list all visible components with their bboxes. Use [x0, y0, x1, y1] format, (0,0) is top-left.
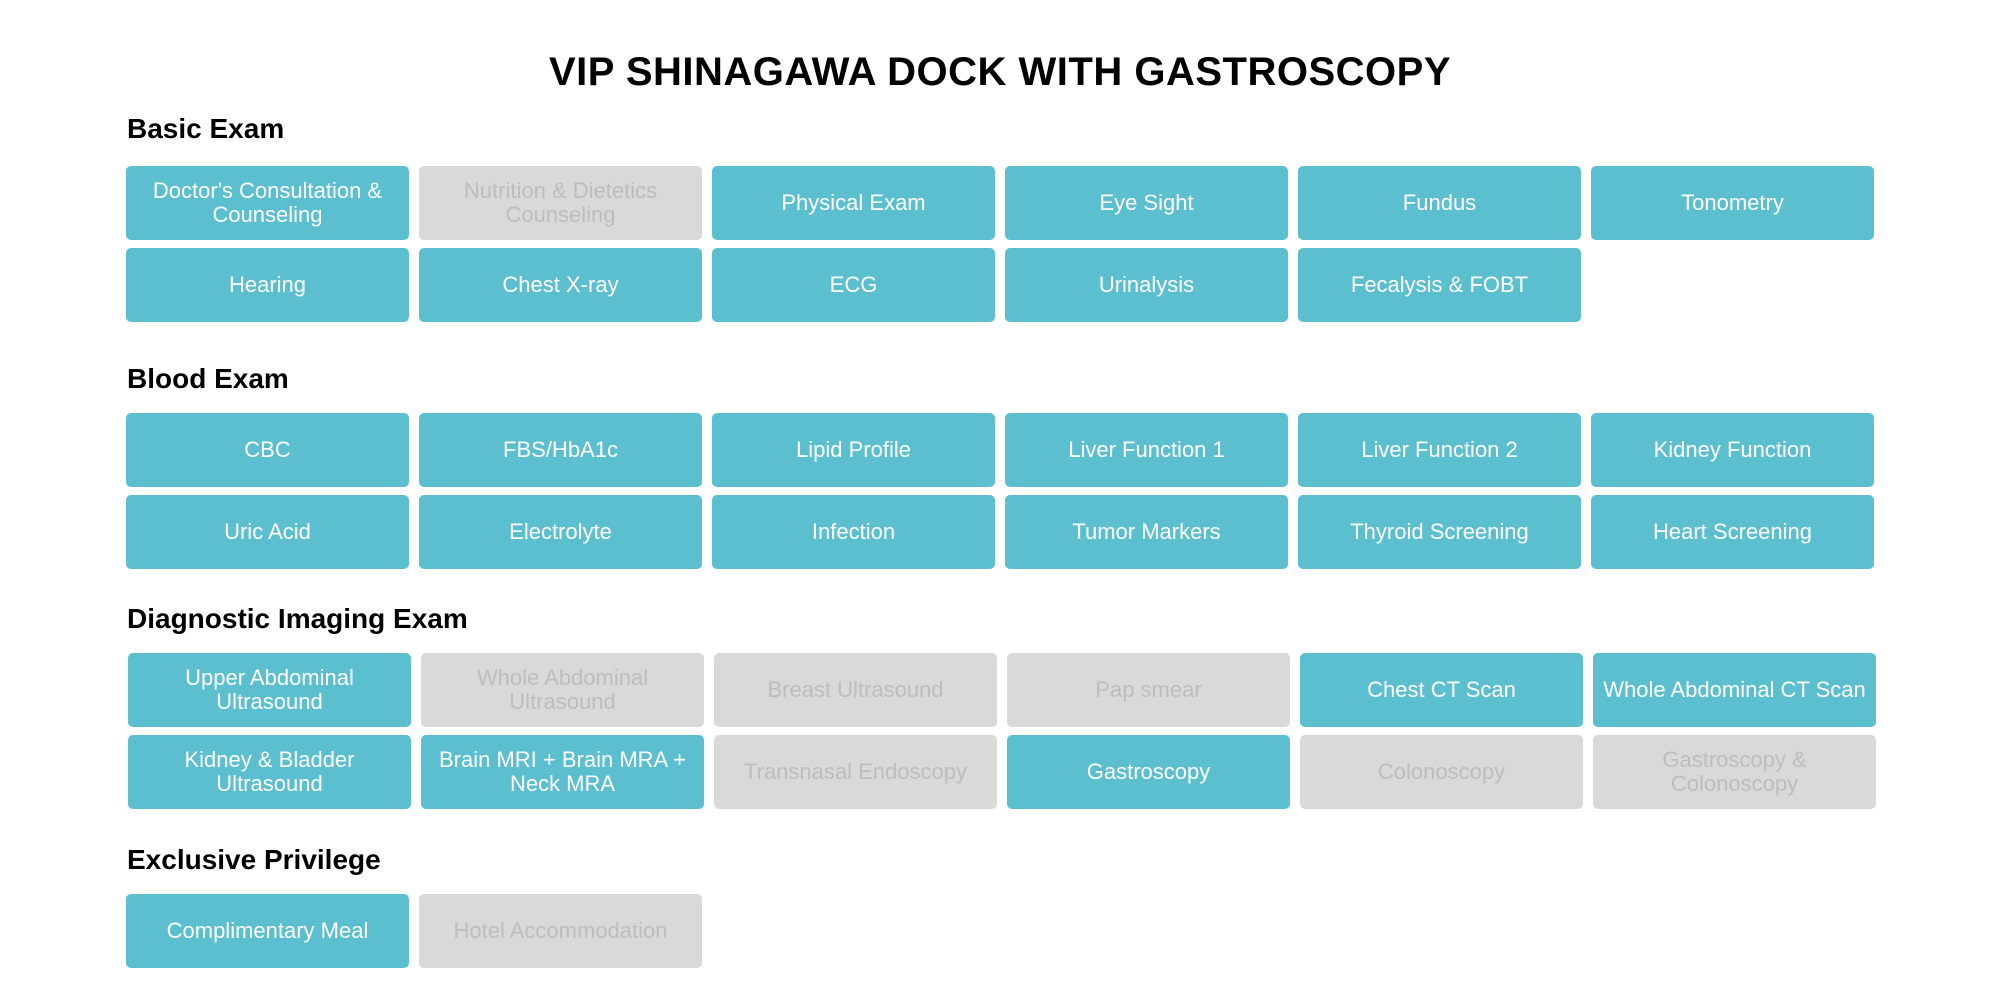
exam-item-label: CBC — [244, 437, 291, 462]
section-heading-exclusive-privilege: Exclusive Privilege — [127, 844, 381, 875]
exam-item-label: Chest CT Scan — [1367, 677, 1516, 702]
exam-item-label: Brain MRI + Brain MRA + Neck MRA — [439, 747, 686, 796]
exam-item-included: Thyroid Screening — [1298, 495, 1581, 569]
exam-item-included: Hearing — [126, 248, 409, 322]
section-heading-diagnostic-imaging-exam: Diagnostic Imaging Exam — [127, 603, 468, 634]
exam-item-label: Hearing — [228, 272, 307, 297]
exam-item-label: Infection — [811, 519, 896, 544]
exam-item-included: Upper Abdominal Ultrasound — [128, 653, 411, 727]
exam-item-label: Liver Function 2 — [1361, 437, 1518, 462]
exam-item-included: CBC — [126, 413, 409, 487]
exam-item-label: Kidney Function — [1653, 437, 1812, 462]
exam-item-excluded: Whole Abdominal Ultrasound — [421, 653, 704, 727]
exam-item-included: Chest CT Scan — [1300, 653, 1583, 727]
exam-item-label: Physical Exam — [781, 190, 926, 215]
exam-item-label: Tonometry — [1681, 190, 1784, 215]
exam-item-included: Physical Exam — [712, 166, 995, 240]
exam-item-included: Uric Acid — [126, 495, 409, 569]
section-heading-basic-exam: Basic Exam — [127, 113, 285, 144]
exam-item-included: Tumor Markers — [1005, 495, 1288, 569]
exam-item-included: Gastroscopy — [1007, 735, 1290, 809]
exam-item-label: Whole Abdominal CT Scan — [1603, 677, 1866, 702]
exam-item-excluded: Pap smear — [1007, 653, 1290, 727]
exam-item-label: Pap smear — [1095, 677, 1202, 702]
exam-item-included: Liver Function 1 — [1005, 413, 1288, 487]
exam-item-label: Upper Abdominal Ultrasound — [185, 665, 354, 714]
exam-item-label: Whole Abdominal Ultrasound — [476, 665, 649, 714]
exam-item-excluded: Hotel Accommodation — [419, 894, 702, 968]
exam-item-included: Complimentary Meal — [126, 894, 409, 968]
exam-item-label: Breast Ultrasound — [767, 677, 944, 702]
exam-item-label: Nutrition & Dietetics Counseling — [463, 178, 658, 227]
exam-item-included: Fecalysis & FOBT — [1298, 248, 1581, 322]
exam-item-included: Kidney & Bladder Ultrasound — [128, 735, 411, 809]
exam-item-included: ECG — [712, 248, 995, 322]
exam-item-label: Hotel Accommodation — [453, 918, 668, 943]
exam-item-excluded: Transnasal Endoscopy — [714, 735, 997, 809]
exam-item-label: Doctor's Consultation & Counseling — [152, 178, 383, 227]
exam-item-included: Whole Abdominal CT Scan — [1593, 653, 1876, 727]
exam-item-label: ECG — [829, 272, 878, 297]
exam-item-included: Urinalysis — [1005, 248, 1288, 322]
exam-item-label: Lipid Profile — [796, 437, 911, 462]
exam-item-label: Heart Screening — [1653, 519, 1812, 544]
exam-item-included: Chest X-ray — [419, 248, 702, 322]
exam-item-label: Kidney & Bladder Ultrasound — [184, 747, 355, 796]
exam-item-included: Lipid Profile — [712, 413, 995, 487]
exam-item-label: Fecalysis & FOBT — [1350, 272, 1529, 297]
exam-item-included: Heart Screening — [1591, 495, 1874, 569]
exam-item-included: Infection — [712, 495, 995, 569]
exam-item-included: Fundus — [1298, 166, 1581, 240]
section-heading-blood-exam: Blood Exam — [127, 363, 289, 394]
exam-item-label: Chest X-ray — [502, 272, 619, 297]
exam-item-label: Complimentary Meal — [166, 918, 369, 943]
exam-item-included: Kidney Function — [1591, 413, 1874, 487]
exam-item-included: Brain MRI + Brain MRA + Neck MRA — [421, 735, 704, 809]
exam-item-label: Transnasal Endoscopy — [744, 759, 967, 784]
exam-item-label: Colonoscopy — [1377, 759, 1506, 784]
exam-item-excluded: Nutrition & Dietetics Counseling — [419, 166, 702, 240]
exam-item-label: Uric Acid — [224, 519, 311, 544]
exam-item-label: Gastroscopy — [1086, 759, 1211, 784]
exam-item-label: Electrolyte — [509, 519, 612, 544]
page-title: VIP SHINAGAWA DOCK WITH GASTROSCOPY — [548, 50, 1451, 94]
exam-item-included: Eye Sight — [1005, 166, 1288, 240]
exclusive-privilege-grid: Complimentary Meal Hotel Accommodation — [126, 894, 1878, 968]
exam-item-label: Urinalysis — [1098, 272, 1195, 297]
exam-item-label: FBS/HbA1c — [503, 437, 618, 462]
exam-item-label: Tumor Markers — [1072, 519, 1221, 544]
blood-exam-grid: CBC FBS/HbA1c Lipid Profile Liver Function … — [126, 413, 1878, 569]
diagnostic-imaging-grid: Upper Abdominal Ultrasound Whole Abdomina… — [128, 653, 1880, 809]
exam-item-excluded: Colonoscopy — [1300, 735, 1583, 809]
exam-item-included: Electrolyte — [419, 495, 702, 569]
exam-item-label: Thyroid Screening — [1350, 519, 1529, 544]
exam-item-label: Eye Sight — [1099, 190, 1194, 215]
exam-item-included: FBS/HbA1c — [419, 413, 702, 487]
exam-item-excluded: Breast Ultrasound — [714, 653, 997, 727]
exam-item-included: Tonometry — [1591, 166, 1874, 240]
exam-item-included: Doctor's Consultation & Counseling — [126, 166, 409, 240]
basic-exam-grid: Doctor's Consultation & Counseling Nutrit… — [126, 166, 1878, 322]
exam-item-label: Fundus — [1402, 190, 1477, 215]
exam-item-label: Gastroscopy & Colonoscopy — [1662, 747, 1807, 796]
exam-item-excluded: Gastroscopy & Colonoscopy — [1593, 735, 1876, 809]
exam-item-label: Liver Function 1 — [1068, 437, 1225, 462]
exam-item-included: Liver Function 2 — [1298, 413, 1581, 487]
